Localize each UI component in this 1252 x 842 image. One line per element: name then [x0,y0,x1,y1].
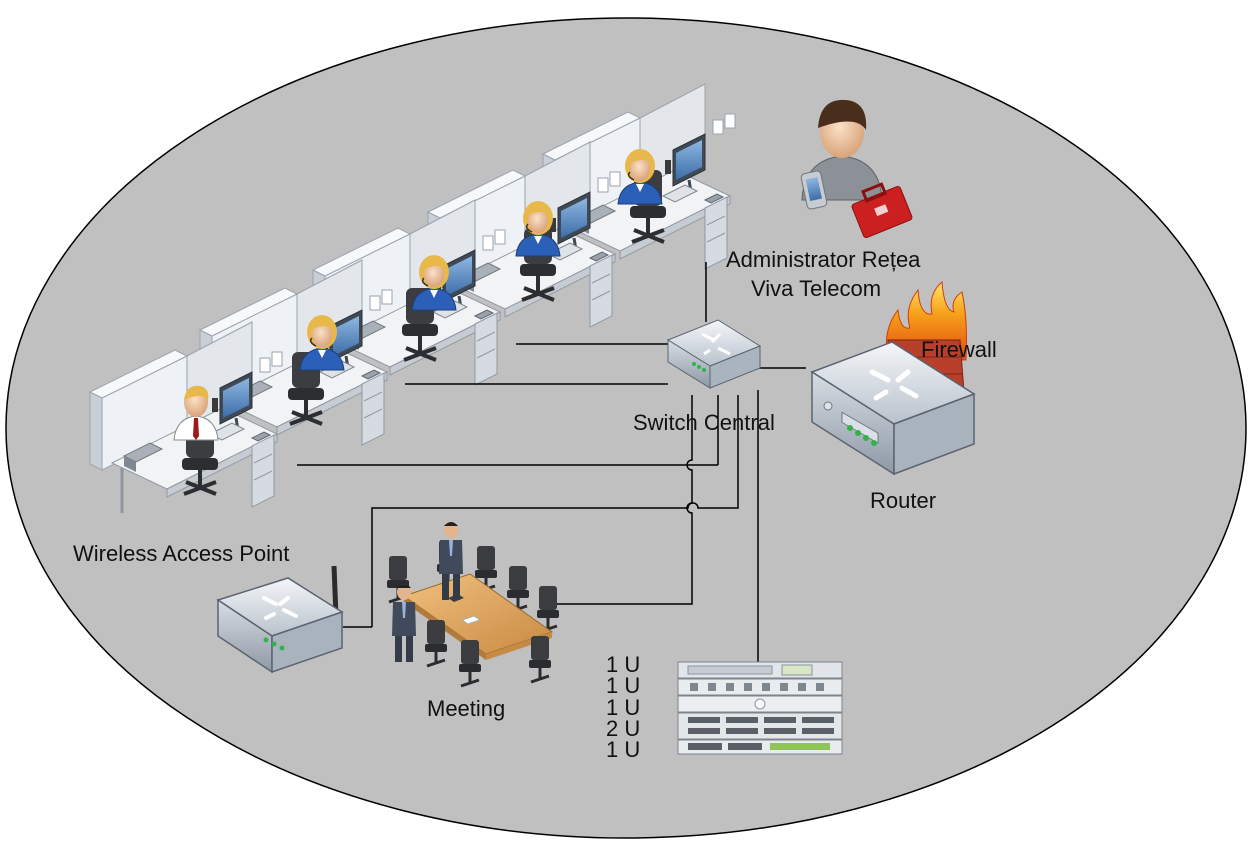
meeting-label: Meeting [427,696,506,721]
network-links [297,262,806,668]
wireless-ap-icon [216,565,344,674]
router-label: Router [870,488,937,513]
wap-label: Wireless Access Point [73,541,290,566]
rack-unit-label: 2 U [606,716,641,741]
rack-unit-label: 1 U [606,737,641,762]
admin-label-line1: Administrator Rețea [726,247,921,272]
admin-icon [800,99,913,239]
rack-unit-label: 1 U [606,673,641,698]
router-icon [810,341,976,476]
rack-unit-label: 1 U [606,695,641,720]
switch-label: Switch Central [633,410,775,435]
admin-label-line2: Viva Telecom [751,276,882,301]
server-rack-icon [677,661,843,755]
switch-icon [666,319,762,389]
firewall-label: Firewall [921,337,997,362]
meeting-table-icon [385,522,561,688]
rack-unit-label: 1 U [606,652,641,677]
